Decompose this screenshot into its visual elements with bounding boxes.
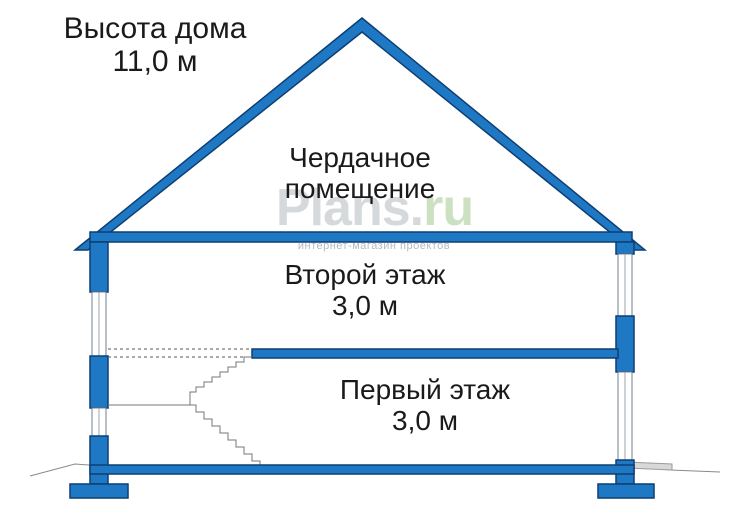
watermark-tagline: интернет-магазин проектов <box>297 240 451 252</box>
first-floor-name: Первый этаж <box>339 374 511 405</box>
stair-upper-flight <box>189 356 252 405</box>
watermark-dot: . <box>409 179 424 237</box>
left-wall-segment-top <box>89 241 109 293</box>
foundation-right <box>597 483 655 499</box>
staircase <box>108 356 261 466</box>
left-wall-segment-bottom <box>89 435 109 485</box>
watermark-logo: Plans.ru <box>262 178 487 238</box>
attic-floor-slab <box>89 231 633 243</box>
house-height-label: Высота дома 11,0 м <box>30 12 280 78</box>
ground-floor-slab <box>89 464 635 475</box>
first-floor-label: Первый этаж 3,0 м <box>290 374 560 437</box>
second-floor-height: 3,0 м <box>332 289 398 321</box>
watermark-tld: ru <box>423 179 474 237</box>
second-floor-label: Второй этаж 3,0 м <box>235 259 495 322</box>
right-wall <box>615 241 635 485</box>
attic-label-line1: Чердачное <box>289 142 431 173</box>
right-wall-segment-mid <box>615 315 635 373</box>
attic-label: Чердачное помещение <box>235 142 485 205</box>
left-wall <box>89 241 109 485</box>
attic-label-line2: помещение <box>284 172 436 204</box>
foundation-left <box>69 483 129 499</box>
first-floor-height: 3,0 м <box>392 404 458 436</box>
left-wall-segment-mid <box>89 355 109 409</box>
interfloor-slab <box>251 348 619 359</box>
watermark-brand: Plans <box>275 179 411 237</box>
house-height-title: Высота дома <box>63 12 247 45</box>
house-height-value: 11,0 м <box>112 45 198 78</box>
stair-lower-flight <box>190 404 261 466</box>
right-wall-segment-top <box>615 241 635 255</box>
second-floor-name: Второй этаж <box>284 259 446 290</box>
